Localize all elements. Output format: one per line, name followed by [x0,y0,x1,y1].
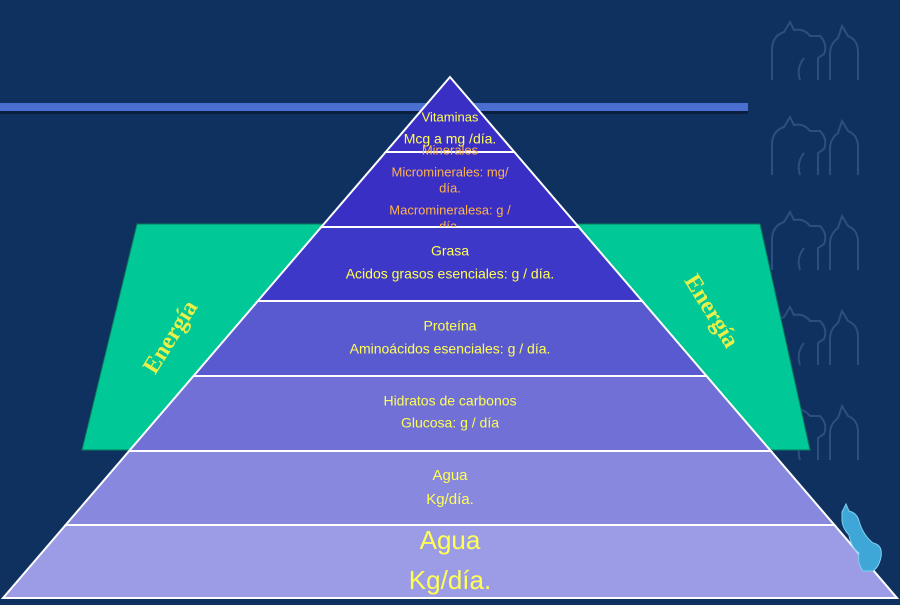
layer-label-agua-1-line-2: Kg/día. [426,491,474,508]
layer-label-hidratos-line-2: Glucosa: g / día [401,415,499,431]
frame-line-shadow [0,111,748,114]
layer-label-proteina-line-2: Aminoácidos esenciales: g / día. [350,341,551,357]
layer-label-minerales-line-5: día. [439,218,461,233]
pyramid-layer-agua-2 [0,524,900,599]
pyramid-layer-agua-1 [63,450,837,526]
layer-label-minerales-line-4: Macromineralesa: g / [389,202,511,217]
layer-label-agua-2-line-2: Kg/día. [409,565,491,595]
dog-cat-silhouette-icon [771,19,859,81]
pyramid-layer-grasa [255,226,645,302]
layer-label-agua-2-line-1: Agua [420,525,481,555]
layer-label-hidratos-line-1: Hidratos de carbonos [383,393,516,409]
layer-label-vitaminas-line-2: Mcg a mg /día. [404,131,497,147]
dog-cat-silhouette-icon [771,114,859,176]
pyramid-layer-proteina [191,300,709,377]
pyramid-layer-hidratos [126,375,774,452]
layer-label-minerales-line-1: Minerales [422,142,479,157]
watermark-column [771,19,859,461]
layer-label-minerales-line-2: Microminerales: mg/ [391,164,508,179]
frame-line [0,103,748,111]
dog-cat-silhouette-icon [771,209,859,271]
cat-silhouette-icon [841,502,882,572]
layer-label-vitaminas-line-1: Vitaminas [422,109,479,124]
layer-label-minerales-line-3: día. [439,180,461,195]
layer-label-grasa-line-2: Acidos grasos esenciales: g / día. [346,266,555,282]
layer-label-proteina-line-1: Proteína [424,318,477,334]
layer-label-grasa-line-1: Grasa [431,243,469,259]
layer-label-agua-1-line-1: Agua [432,467,468,484]
